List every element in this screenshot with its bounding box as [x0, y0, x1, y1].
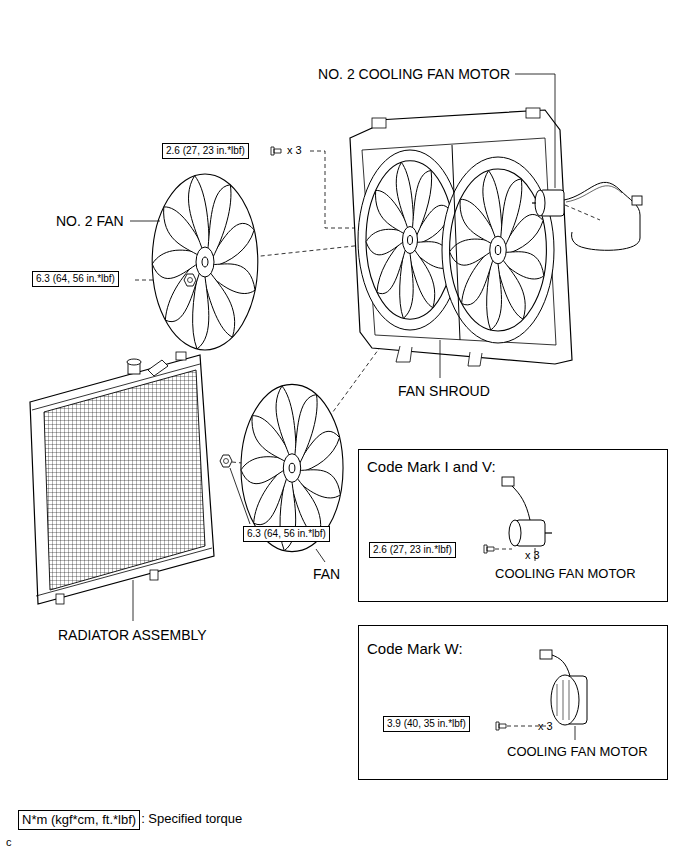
torque-value: 6.3 (64, 56 in.*lbf): [247, 528, 326, 539]
fan-shroud-drawing-part: [526, 108, 540, 118]
motor-drawing-part: [551, 675, 579, 725]
quantity: x 3: [538, 720, 553, 733]
torque-spec-box: 2.6 (27, 23 in.*lbf): [162, 143, 249, 159]
motor-drawing: [484, 477, 552, 553]
code-mark-panel: Code Mark W: x 3 COOLING FAN MOTOR 3.9 (40,…: [358, 625, 668, 780]
leader-line-part: [133, 580, 134, 621]
bolt-drawing-part: [271, 147, 281, 155]
fan-drawing-part: [220, 455, 232, 467]
radiator-drawing: [30, 352, 214, 604]
torque-value: 2.6 (27, 23 in.*lbf): [373, 544, 452, 555]
motor-drawing: [532, 182, 642, 250]
fan-drawing-part: [240, 384, 343, 553]
fan-drawing: [151, 174, 258, 352]
fan-drawing: [220, 384, 343, 553]
torque-value: 6.3 (64, 56 in.*lbf): [36, 273, 115, 284]
motor-drawing-part: [566, 186, 622, 202]
torque-spec-box: 6.3 (64, 56 in.*lbf): [32, 271, 119, 287]
fan-shroud-drawing-part: [468, 352, 482, 366]
motor-drawing-part: [535, 190, 545, 216]
torque-spec-box: 6.3 (64, 56 in.*lbf): [243, 526, 330, 542]
bolt-drawing: [271, 147, 281, 155]
motor-drawing-part: [512, 486, 530, 520]
legend-text: : Specified torque: [141, 812, 242, 827]
quantity: x 3: [525, 549, 540, 562]
figure-code: c: [6, 836, 12, 849]
legend-box: N*m (kgf*cm, ft.*lbf): [18, 810, 140, 830]
part-name: NO. 2 FAN: [56, 213, 124, 229]
part-name: RADIATOR ASSEMBLY: [58, 627, 207, 643]
assembly-line-part: [565, 205, 600, 220]
radiator-drawing-part: [150, 570, 158, 580]
fan-drawing-part: [184, 274, 196, 286]
torque-spec-box: 3.9 (40, 35 in.*lbf): [383, 716, 470, 732]
panel-heading: Code Mark I and V:: [367, 458, 496, 475]
torque-spec-box: 2.6 (27, 23 in.*lbf): [369, 542, 456, 558]
motor-drawing-part: [540, 650, 552, 659]
part-name: COOLING FAN MOTOR: [507, 745, 648, 760]
torque-value: 2.6 (27, 23 in.*lbf): [166, 145, 245, 156]
radiator-drawing-part: [148, 360, 168, 376]
radiator-drawing-part: [36, 548, 212, 596]
torque-value: 3.9 (40, 35 in.*lbf): [387, 718, 466, 729]
radiator-drawing-part: [56, 594, 64, 604]
leader-line-part: [316, 549, 325, 562]
radiator-drawing-part: [30, 355, 214, 604]
motor-drawing-part: [557, 680, 569, 720]
fan-shroud-drawing-part: [365, 161, 454, 321]
fan-shroud-drawing-part: [372, 118, 386, 128]
fan-drawing-part: [151, 174, 258, 352]
leader-line-part: [515, 74, 555, 188]
motor-drawing-part: [552, 655, 570, 676]
fan-shroud-drawing: [350, 108, 572, 366]
part-name: COOLING FAN MOTOR: [495, 567, 636, 582]
part-name: FAN: [313, 566, 340, 582]
code-mark-panel: Code Mark I and V: x 3 COOLING FAN MOTOR 2.…: [358, 449, 668, 602]
fan-shroud-drawing-part: [448, 169, 546, 333]
motor-drawing-part: [632, 196, 642, 205]
quantity: x 3: [287, 144, 302, 157]
leader-line-part: [230, 468, 250, 524]
fan-shroud-drawing-part: [452, 145, 460, 340]
motor-drawing-part: [545, 532, 552, 533]
radiator-drawing-part: [44, 370, 205, 590]
radiator-drawing-part: [176, 352, 186, 360]
fan-shroud-drawing-part: [350, 110, 572, 364]
motor-drawing-part: [496, 722, 506, 730]
leader-line-part: [440, 340, 441, 378]
motor-drawing-part: [509, 520, 521, 546]
part-name: NO. 2 COOLING FAN MOTOR: [318, 66, 510, 82]
radiator-drawing-part: [32, 364, 200, 410]
motor-drawing-part: [532, 202, 536, 203]
unit-legend: N*m (kgf*cm, ft.*lbf): [22, 812, 136, 827]
motor-drawing: [496, 650, 587, 730]
motor-drawing-part: [495, 549, 512, 550]
leader-line-part: [575, 726, 576, 740]
part-name: FAN SHROUD: [398, 383, 490, 399]
fan-shroud-drawing-part: [396, 346, 412, 362]
leader-line-part: [130, 221, 160, 222]
motor-drawing-part: [502, 477, 514, 486]
radiator-drawing-part: [127, 359, 141, 365]
panel-heading: Code Mark W:: [367, 640, 463, 657]
motor-drawing-part: [484, 545, 494, 553]
motor-drawing-part: [564, 182, 640, 250]
